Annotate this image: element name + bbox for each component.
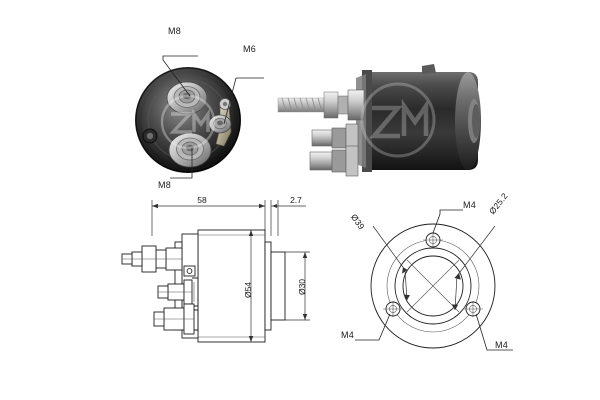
- callout-m8-bottom: M8: [158, 180, 171, 190]
- body-outline: [197, 229, 266, 343]
- stud-assembly-lower: [153, 303, 199, 335]
- callout-m8-top: M8: [168, 26, 181, 36]
- dimension-2-7-text: 2.7: [290, 195, 302, 205]
- threaded-stud: [277, 89, 365, 121]
- dimension-d30-text: Ø30: [297, 279, 307, 295]
- end-view-drawing: Ø39 Ø25.2 M4 M4 M4: [341, 190, 525, 365]
- side-elevation-drawing: 58 2.7: [120, 190, 345, 355]
- dimension-2-7: 2.7: [270, 195, 306, 236]
- solenoid-body: [368, 72, 478, 170]
- callout-m4-left: M4: [341, 330, 354, 340]
- callout-m4-right: M4: [495, 340, 508, 350]
- hole-m4-top: [423, 232, 443, 248]
- zm-watermark: [160, 94, 216, 150]
- callout-leaders: [355, 209, 513, 351]
- terminal-m8-top: [166, 81, 208, 115]
- terminal-m8-bottom: [168, 132, 212, 168]
- dimension-diameter-39: [372, 225, 410, 301]
- callout-m6: M6: [243, 44, 256, 54]
- callout-m4-top: M4: [463, 200, 476, 210]
- hole-m4-left: [383, 301, 403, 317]
- hole-m4-right: [463, 301, 483, 317]
- front-face-photo: M8 M6 M8: [128, 26, 264, 190]
- dimension-diameter-25-2: [451, 225, 496, 311]
- spigot-outline: [270, 251, 286, 321]
- terminal-bolt-lower: [309, 145, 359, 177]
- side-view-photo: [272, 56, 504, 184]
- stud-assembly-middle: [157, 279, 193, 305]
- dimension-58-text: 58: [197, 195, 207, 205]
- stud-assembly-top: [121, 245, 183, 273]
- dimension-d54-text: Ø54: [243, 282, 253, 298]
- zm-watermark: [360, 82, 436, 158]
- dimension-58: 58: [151, 195, 266, 236]
- dimension-diameter-54: Ø54: [243, 230, 254, 342]
- dimension-diameter-30: Ø30: [285, 251, 310, 321]
